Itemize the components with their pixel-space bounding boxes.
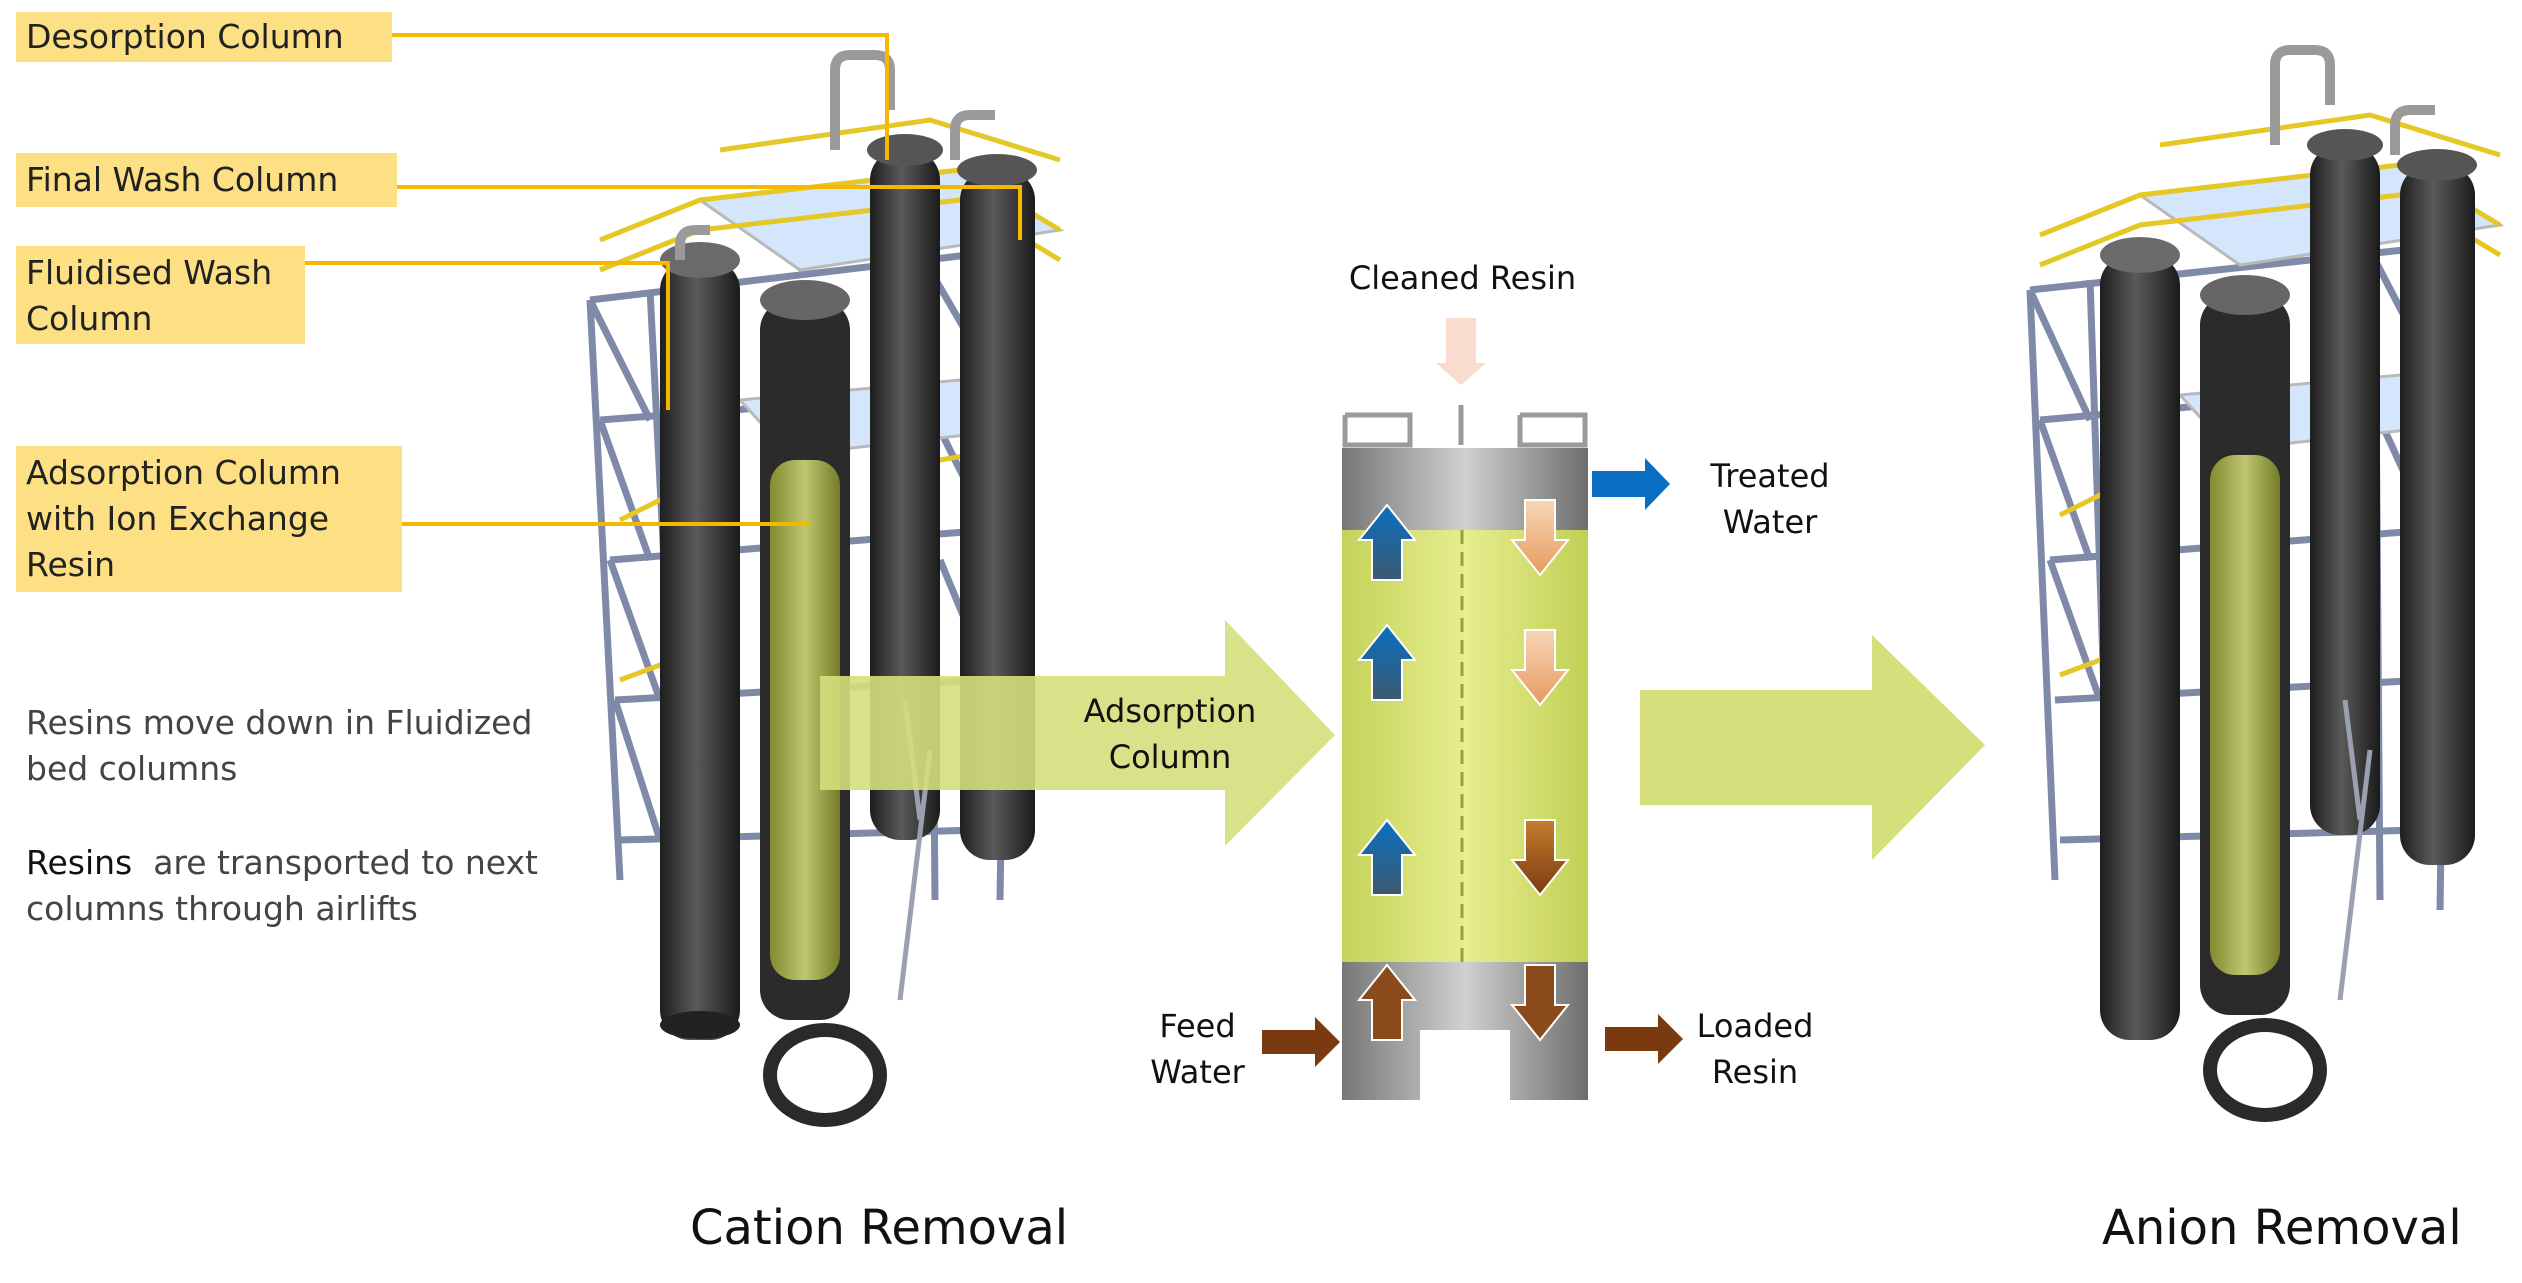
process-arrow-1 xyxy=(820,620,1335,846)
caption-cation-removal: Cation Removal xyxy=(690,1200,1069,1256)
callout-adsorption-column: Adsorption Column with Ion Exchange Resi… xyxy=(16,446,402,592)
callout-label: Desorption Column xyxy=(26,17,344,56)
label-line: Treated xyxy=(1710,457,1830,495)
callout-label: with Ion Exchange xyxy=(26,499,330,538)
callout-label: Fluidised Wash xyxy=(26,253,273,292)
callout-fluidised-wash-column: Fluidised Wash Column xyxy=(16,246,305,344)
feed-water-label: Feed Water xyxy=(1140,1003,1255,1095)
blue-up-arrow xyxy=(1356,503,1418,581)
callout-label: Resin xyxy=(26,545,116,584)
treated-water-label: Treated Water xyxy=(1680,453,1860,545)
center-adsorption-column xyxy=(1262,318,1683,1100)
label-line: Adsorption xyxy=(1083,692,1257,730)
note-airlifts: Resins are transported to next columns t… xyxy=(26,840,538,932)
peach-down-arrow xyxy=(1509,629,1571,707)
callout-leader-lines xyxy=(305,33,1022,526)
callout-label: Final Wash Column xyxy=(26,160,339,199)
label-line: Resin xyxy=(1711,1053,1799,1091)
brown-up-arrow xyxy=(1356,963,1418,1041)
adsorption-column-arrow-label: Adsorption Column xyxy=(1060,688,1280,780)
callout-desorption-column: Desorption Column xyxy=(16,12,392,62)
callout-final-wash-column: Final Wash Column xyxy=(16,153,397,207)
cleaned-resin-label: Cleaned Resin xyxy=(1348,259,1577,297)
label-line: Water xyxy=(1150,1053,1245,1091)
note-line: columns through airlifts xyxy=(26,889,418,928)
anion-plant-illustration xyxy=(2026,45,2505,1122)
loaded-resin-label: Loaded Resin xyxy=(1690,1003,1820,1095)
brown-down-arrow xyxy=(1509,964,1571,1042)
label-line: Loaded xyxy=(1696,1007,1814,1045)
blue-up-arrow xyxy=(1356,623,1418,701)
note-line: bed columns xyxy=(26,749,238,788)
callout-label: Column xyxy=(26,299,153,338)
caption-anion-removal: Anion Removal xyxy=(2102,1200,2462,1256)
note-line: Resins are transported to next xyxy=(26,840,538,886)
process-arrow-2 xyxy=(1640,635,1985,860)
note-emphasis: Resins xyxy=(26,843,133,882)
treated-water-arrow xyxy=(1592,458,1670,510)
label-line: Column xyxy=(1108,738,1232,776)
label-line: Water xyxy=(1722,503,1818,541)
peach-down-arrow xyxy=(1509,499,1571,577)
note-fluidized-bed: Resins move down in Fluidized bed column… xyxy=(26,700,532,792)
blue-up-arrow xyxy=(1356,818,1418,896)
label-line: Feed xyxy=(1159,1007,1236,1045)
feed-water-arrow xyxy=(1262,1017,1340,1067)
loaded-resin-arrow xyxy=(1605,1014,1683,1064)
orange-down-arrow xyxy=(1509,819,1571,897)
note-line: Resins move down in Fluidized xyxy=(26,703,533,742)
note-text: are transported to next xyxy=(132,843,538,882)
cation-plant-illustration xyxy=(586,50,1065,1127)
cleaned-resin-arrow xyxy=(1436,318,1486,385)
callout-label: Adsorption Column xyxy=(26,453,341,492)
